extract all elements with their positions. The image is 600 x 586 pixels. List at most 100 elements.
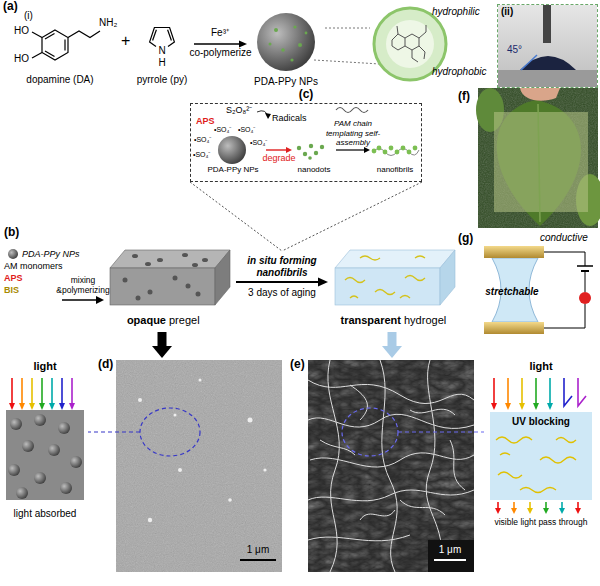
- radical-label: •SO₄⁻: [193, 151, 210, 159]
- leaf-photo: [476, 88, 600, 228]
- optics-schematic: light UV blocking visible light pass throu…: [484, 358, 598, 532]
- state-word: opaque: [127, 314, 166, 327]
- connector-line: [388, 332, 397, 347]
- panel-label: (g): [458, 232, 473, 246]
- material-name: pregel: [169, 314, 200, 327]
- ingredient-label: AM monomers: [4, 261, 63, 271]
- panel-label: (f): [458, 90, 470, 104]
- nanodots: nanodots: [292, 136, 336, 180]
- material-name: hydrogel: [404, 314, 446, 327]
- atom-label: HO: [14, 25, 29, 37]
- radical-label: •SO₄⁻: [214, 126, 231, 134]
- atom-label: HO: [14, 53, 29, 65]
- edge-label: PAM chain templating self-assembly: [323, 119, 383, 147]
- zoom-line: [474, 432, 484, 433]
- absorbing-schematic: [6, 378, 84, 500]
- subpanel-label: (ii): [501, 6, 513, 18]
- region-label: hydrophilic: [432, 6, 480, 18]
- connector-line: [474, 431, 484, 432]
- ingredient-label: APS: [4, 273, 23, 283]
- result-label: visible light pass through: [494, 518, 587, 528]
- block-arrow: [382, 332, 402, 358]
- region-label: hydrophobic: [432, 66, 486, 78]
- panel-label: (a): [3, 0, 18, 14]
- panel-label: (e): [290, 358, 305, 372]
- ion-label: S₂O₈²⁻: [226, 105, 252, 115]
- pregel-slab: [110, 250, 230, 305]
- stretch-device: [484, 246, 593, 334]
- molecule-name: pyrrole (py): [137, 74, 188, 86]
- angle-value: 45°: [507, 44, 522, 56]
- light-label: light: [529, 360, 552, 373]
- result-label: light absorbed: [14, 508, 77, 520]
- light-label: light: [33, 360, 56, 373]
- property-label: stretchable: [485, 286, 538, 298]
- connector-line: [158, 332, 167, 347]
- step-label: mixing &polymerizing: [56, 276, 110, 296]
- panel-label: (d): [98, 358, 113, 372]
- optics-schematic: light light absorbed: [2, 358, 88, 532]
- step-label: 3 days of aging: [248, 287, 316, 299]
- catalyst-label: Fe³⁺: [211, 27, 229, 39]
- arrow-head: [152, 346, 172, 358]
- nanofibrils: nanofibrils: [370, 136, 420, 180]
- edge-label: degrade: [262, 153, 295, 163]
- effect-label: UV blocking: [512, 416, 570, 428]
- arrow-head: [382, 346, 402, 358]
- state-word: transparent: [340, 314, 401, 327]
- arrow-head: [286, 147, 292, 153]
- process-arrow: [236, 278, 328, 287]
- sem-image: (d) 1 μm: [98, 358, 282, 574]
- panel-label: (c): [299, 88, 314, 102]
- reaction-particle: [257, 13, 380, 71]
- scale-bar-label: 1 μm: [247, 544, 269, 556]
- connector-line: [194, 43, 240, 44]
- panel-label: (b): [4, 226, 19, 240]
- zoom-circle: hydrophilic hydrophobic: [370, 4, 495, 86]
- block-arrow: [152, 332, 172, 358]
- pyrrole-structure: [150, 28, 175, 47]
- gel-slab: opaquepregel: [104, 246, 236, 332]
- reaction-arrow: [194, 41, 247, 48]
- stretch-device: (g) conductive stretchable: [458, 230, 598, 340]
- connector-line: [325, 28, 370, 29]
- atom-label: NH₂: [99, 17, 117, 29]
- radical-label: •SO₄⁻: [250, 139, 267, 147]
- hydrogel-slab: [335, 250, 455, 305]
- process-arrow: [336, 147, 370, 153]
- radical-label: •SO₄⁻: [238, 126, 255, 134]
- particle-name: PDA-PPy NPs: [207, 165, 258, 174]
- ingredient-label: BIS: [4, 285, 19, 295]
- plus-sign: +: [121, 32, 130, 50]
- zoom-line: [325, 28, 370, 29]
- sem-image-d: [98, 360, 282, 572]
- molecule-name: dopamine (DA): [26, 74, 93, 86]
- property-label: conductive: [540, 232, 588, 244]
- zoom-line: [88, 432, 98, 433]
- sem-image-e: [308, 360, 474, 572]
- dopamine-structure: [32, 30, 100, 60]
- edge-label: in situ forming nanofibrils: [236, 255, 328, 278]
- degradation-scheme: [190, 108, 422, 252]
- sem-image: (e) 1 μm: [290, 358, 474, 574]
- arrow-head: [364, 147, 370, 153]
- photo-inset: (ii) 45°: [497, 4, 598, 88]
- edge-label: co-polymerize: [189, 47, 251, 59]
- connector-line: [266, 149, 287, 150]
- atom-label: H: [158, 57, 165, 69]
- connector-line: [88, 431, 98, 432]
- atom-label: N: [158, 45, 165, 57]
- arrow-head: [239, 41, 247, 48]
- connector-line: [336, 149, 365, 150]
- nanoparticle: PDA-PPy NPs: [247, 12, 325, 88]
- connector-line: [236, 281, 319, 283]
- gel-slab: transparenthydrogel: [328, 246, 458, 332]
- reagent-label: APS: [196, 116, 215, 126]
- stage-name: nanofibrils: [377, 165, 413, 174]
- ingredient-label: PDA-PPy NPs: [22, 249, 80, 259]
- scale-bar-label: 1 μm: [439, 544, 461, 556]
- contact-angle-photo: [498, 5, 597, 87]
- subpanel-label: (i): [24, 10, 33, 22]
- stage-name: nanodots: [298, 165, 331, 174]
